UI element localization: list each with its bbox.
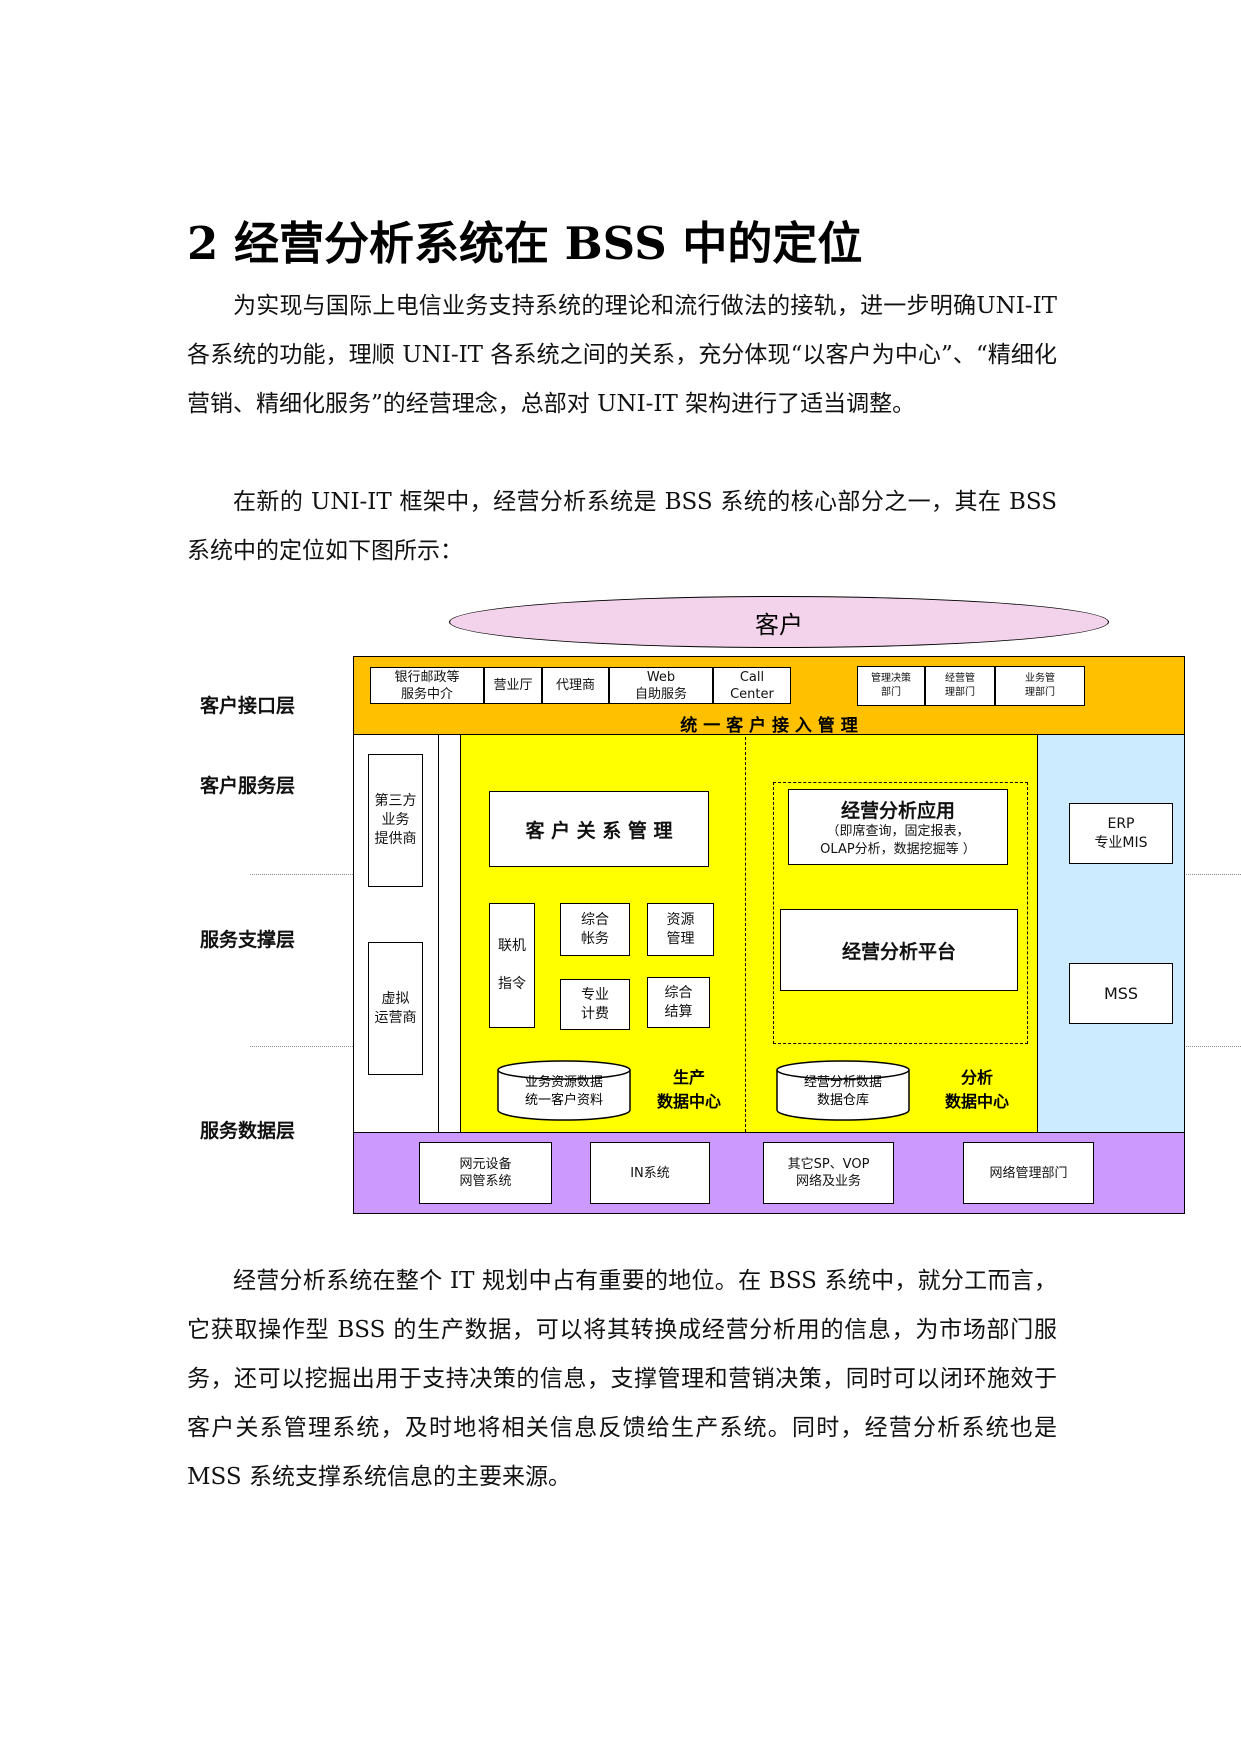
- in-system-box: IN系统: [590, 1142, 710, 1204]
- core-vertical-divider: [745, 737, 746, 1132]
- other-sp-box: 其它SP、VOP 网络及业务: [763, 1142, 894, 1204]
- layer-label-service: 客户服务层: [200, 775, 296, 797]
- virtual-operator: 虚拟 运营商: [368, 942, 423, 1075]
- analysis-application-box: 经营分析应用 （即席查询，固定报表， OLAP分析，数据挖掘等 ）: [788, 789, 1008, 865]
- pro-billing-box: 专业 计费: [560, 979, 630, 1030]
- production-db-cylinder: [497, 1060, 631, 1121]
- erp-box: ERP 专业MIS: [1069, 803, 1173, 864]
- framework-paragraph: 在新的 UNI-IT 框架中，经营分析系统是 BSS 系统的核心部分之一，其在 …: [187, 489, 1057, 564]
- dept-decision: 管理决策 部门: [857, 666, 925, 706]
- analysis-platform-box: 经营分析平台: [780, 909, 1018, 991]
- layer-label-data: 服务数据层: [200, 1120, 296, 1142]
- customer-label: 客户: [755, 610, 803, 639]
- analysis-db-label: 经营分析数据 数据仓库: [803, 1075, 882, 1108]
- mss-column: [1038, 735, 1184, 1132]
- network-element-box: 网元设备 网管系统: [419, 1142, 552, 1204]
- intro-paragraph: 为实现与国际上电信业务支持系统的理论和流行做法的接轨，进一步明确UNI-IT 各…: [187, 293, 1057, 417]
- third-party-provider: 第三方 业务 提供商: [368, 754, 423, 887]
- section-heading: 2 经营分析系统在 BSS 中的定位: [187, 217, 863, 270]
- settlement-box: 综合 结算: [647, 977, 710, 1028]
- crm-box: 客 户 关 系 管 理: [489, 791, 709, 867]
- channel-web: Web 自助服务: [609, 667, 713, 704]
- dept-operations: 经营管 理部门: [925, 666, 995, 706]
- mss-box: MSS: [1069, 963, 1173, 1024]
- analysis-db-cylinder: [776, 1060, 910, 1121]
- unified-access-label: 统 一 客 户 接 入 管 理: [680, 716, 858, 736]
- network-mgmt-box: 网络管理部门: [963, 1142, 1094, 1204]
- dept-business: 业务管 理部门: [995, 666, 1085, 706]
- production-center-label: 生产 数据中心: [656, 1068, 721, 1111]
- customer-ellipse: 客户: [449, 596, 1109, 648]
- layer-label-interface: 客户接口层: [200, 695, 296, 717]
- resource-mgmt-box: 资源 管理: [647, 903, 714, 956]
- layer-label-support: 服务支撑层: [200, 929, 296, 951]
- analysis-app-desc: （即席查询，固定报表， OLAP分析，数据挖掘等 ）: [820, 823, 976, 857]
- online-command-box: 联机 指令: [489, 903, 535, 1028]
- channel-business-hall: 营业厅: [484, 667, 542, 704]
- left-column-divider: [439, 735, 461, 1132]
- analysis-frame: [773, 782, 1028, 1044]
- production-db-label: 业务资源数据 统一客户资料: [524, 1075, 603, 1108]
- billing-box: 综合 帐务: [560, 903, 630, 956]
- channel-call-center: Call Center: [713, 667, 791, 704]
- analysis-app-title: 经营分析应用: [840, 799, 955, 822]
- analysis-center-label: 分析 数据中心: [944, 1068, 1009, 1111]
- channel-bank-postal: 银行邮政等 服务中介: [370, 667, 484, 704]
- architecture-frame: [353, 656, 1185, 1214]
- channel-agent: 代理商: [542, 667, 609, 704]
- analysis-importance-paragraph: 经营分析系统在整个 IT 规划中占有重要的地位。在 BSS 系统中，就分工而言，…: [187, 1268, 1057, 1490]
